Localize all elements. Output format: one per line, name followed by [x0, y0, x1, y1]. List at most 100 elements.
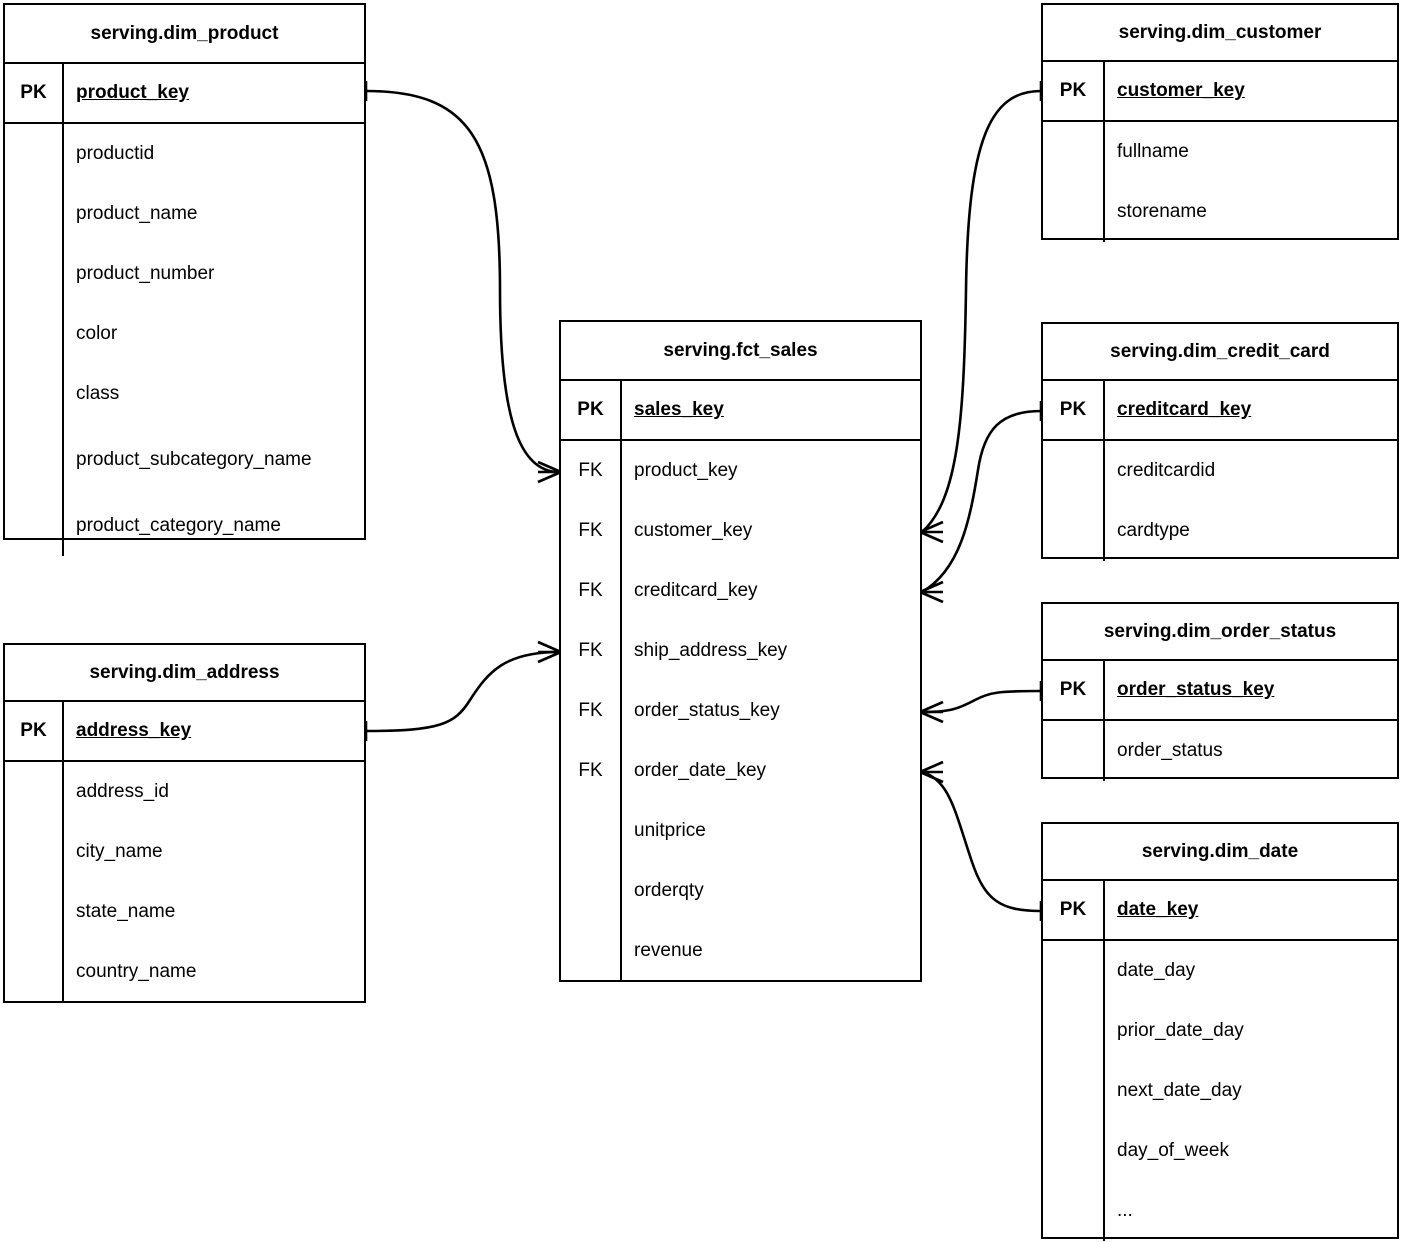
attribute-row: prior_date_day — [1043, 1001, 1397, 1061]
attribute-row: class — [5, 364, 364, 424]
relationship-creditcard — [921, 409, 1042, 594]
pk-row-fct-sales: PK sales_key — [561, 381, 920, 441]
entity-fct-sales[interactable]: serving.fct_sales PK sales_key FK produc… — [559, 320, 922, 982]
entity-dim-customer[interactable]: serving.dim_customer PK customer_key ful… — [1041, 3, 1399, 242]
attribute-row: FK customer_key — [561, 501, 920, 561]
fk-badge: FK — [561, 621, 622, 681]
pk-badge: PK — [5, 64, 64, 122]
fk-badge: FK — [561, 741, 622, 801]
key-cell — [5, 244, 64, 304]
relationship-product — [365, 89, 560, 474]
attribute-name: product_number — [76, 263, 215, 285]
fk-badge: FK — [561, 501, 622, 561]
crowfoot-address — [537, 640, 562, 664]
key-cell — [5, 822, 64, 882]
attribute-row: FK order_date_key — [561, 741, 920, 801]
key-cell — [561, 801, 622, 861]
attribute-row: color — [5, 304, 364, 364]
attribute-row: productid — [5, 124, 364, 184]
attribute-name: productid — [76, 143, 155, 165]
attribute-name: product_subcategory_name — [76, 449, 312, 471]
key-cell — [561, 921, 622, 981]
attribute-name: customer_key — [634, 520, 753, 542]
key-cell — [1043, 1061, 1105, 1121]
attribute-name: product_category_name — [76, 515, 281, 537]
pk-row-dim-customer: PK customer_key — [1043, 62, 1397, 122]
attribute-name: order_status_key — [634, 700, 780, 722]
key-cell — [5, 304, 64, 364]
pk-field-name: order_status_key — [1117, 679, 1275, 700]
pk-field-name: date_key — [1117, 899, 1199, 920]
attribute-name: country_name — [76, 961, 197, 983]
attribute-row: ... — [1043, 1181, 1397, 1241]
attribute-row: next_date_day — [1043, 1061, 1397, 1121]
entity-dim-date[interactable]: serving.dim_date PK date_key date_day pr… — [1041, 822, 1399, 1241]
attribute-name: next_date_day — [1117, 1080, 1242, 1102]
attribute-row: day_of_week — [1043, 1121, 1397, 1181]
attribute-list-dim-credit-card: creditcardid cardtype — [1043, 441, 1397, 561]
attribute-row: unitprice — [561, 801, 920, 861]
key-cell — [5, 762, 64, 822]
attribute-row: product_category_name — [5, 496, 364, 556]
crowfoot-orderstatus — [919, 700, 944, 724]
entity-dim-credit-card[interactable]: serving.dim_credit_card PK creditcard_ke… — [1041, 322, 1399, 561]
attribute-row: product_name — [5, 184, 364, 244]
key-cell — [5, 496, 64, 556]
fk-badge: FK — [561, 441, 622, 501]
attribute-name: product_name — [76, 203, 198, 225]
relationship-address — [365, 650, 560, 733]
key-cell — [561, 861, 622, 921]
attribute-name: order_date_key — [634, 760, 767, 782]
entity-title-dim-credit-card: serving.dim_credit_card — [1043, 324, 1397, 381]
key-cell — [1043, 182, 1105, 242]
entity-title-dim-customer: serving.dim_customer — [1043, 5, 1397, 62]
entity-title-dim-address: serving.dim_address — [5, 645, 364, 702]
key-cell — [1043, 1001, 1105, 1061]
entity-dim-product[interactable]: serving.dim_product PK product_key produ… — [3, 3, 366, 556]
key-cell — [5, 364, 64, 424]
attribute-name: orderqty — [634, 880, 704, 902]
entity-dim-order-status[interactable]: serving.dim_order_status PK order_status… — [1041, 602, 1399, 781]
attribute-row: FK creditcard_key — [561, 561, 920, 621]
attribute-row: country_name — [5, 942, 364, 1002]
attribute-name: color — [76, 323, 118, 345]
attribute-list-dim-order-status: order_status — [1043, 721, 1397, 781]
attribute-list-dim-product: productid product_name product_number co… — [5, 124, 364, 556]
crowfoot-product — [537, 460, 562, 484]
attribute-name: day_of_week — [1117, 1140, 1229, 1162]
key-cell — [1043, 501, 1105, 561]
entity-dim-address[interactable]: serving.dim_address PK address_key addre… — [3, 643, 366, 1003]
attribute-row: date_day — [1043, 941, 1397, 1001]
attribute-name: unitprice — [634, 820, 706, 842]
attribute-name: creditcardid — [1117, 460, 1216, 482]
attribute-list-fct-sales: FK product_key FK customer_key FK credit… — [561, 441, 920, 981]
attribute-row: revenue — [561, 921, 920, 981]
attribute-name: storename — [1117, 201, 1207, 223]
fk-badge: FK — [561, 681, 622, 741]
attribute-row: state_name — [5, 882, 364, 942]
attribute-name: address_id — [76, 781, 169, 803]
pk-field-name: creditcard_key — [1117, 399, 1252, 420]
fk-badge: FK — [561, 561, 622, 621]
attribute-row: order_status — [1043, 721, 1397, 781]
attribute-name: revenue — [634, 940, 703, 962]
attribute-row: FK order_status_key — [561, 681, 920, 741]
attribute-list-dim-date: date_day prior_date_day next_date_day da… — [1043, 941, 1397, 1241]
attribute-list-dim-address: address_id city_name state_name country_… — [5, 762, 364, 1002]
entity-title-dim-date: serving.dim_date — [1043, 824, 1397, 881]
entity-title-dim-product: serving.dim_product — [5, 5, 364, 64]
key-cell — [1043, 1121, 1105, 1181]
attribute-row: product_number — [5, 244, 364, 304]
attribute-name: product_key — [634, 460, 738, 482]
attribute-name: fullname — [1117, 141, 1189, 163]
pk-badge: PK — [561, 381, 622, 439]
pk-row-dim-date: PK date_key — [1043, 881, 1397, 941]
attribute-row: cardtype — [1043, 501, 1397, 561]
attribute-row: FK ship_address_key — [561, 621, 920, 681]
pk-badge: PK — [1043, 661, 1105, 719]
key-cell — [1043, 122, 1105, 182]
pk-row-dim-credit-card: PK creditcard_key — [1043, 381, 1397, 441]
entity-title-dim-order-status: serving.dim_order_status — [1043, 604, 1397, 661]
pk-field-name: address_key — [76, 720, 192, 741]
key-cell — [5, 124, 64, 184]
